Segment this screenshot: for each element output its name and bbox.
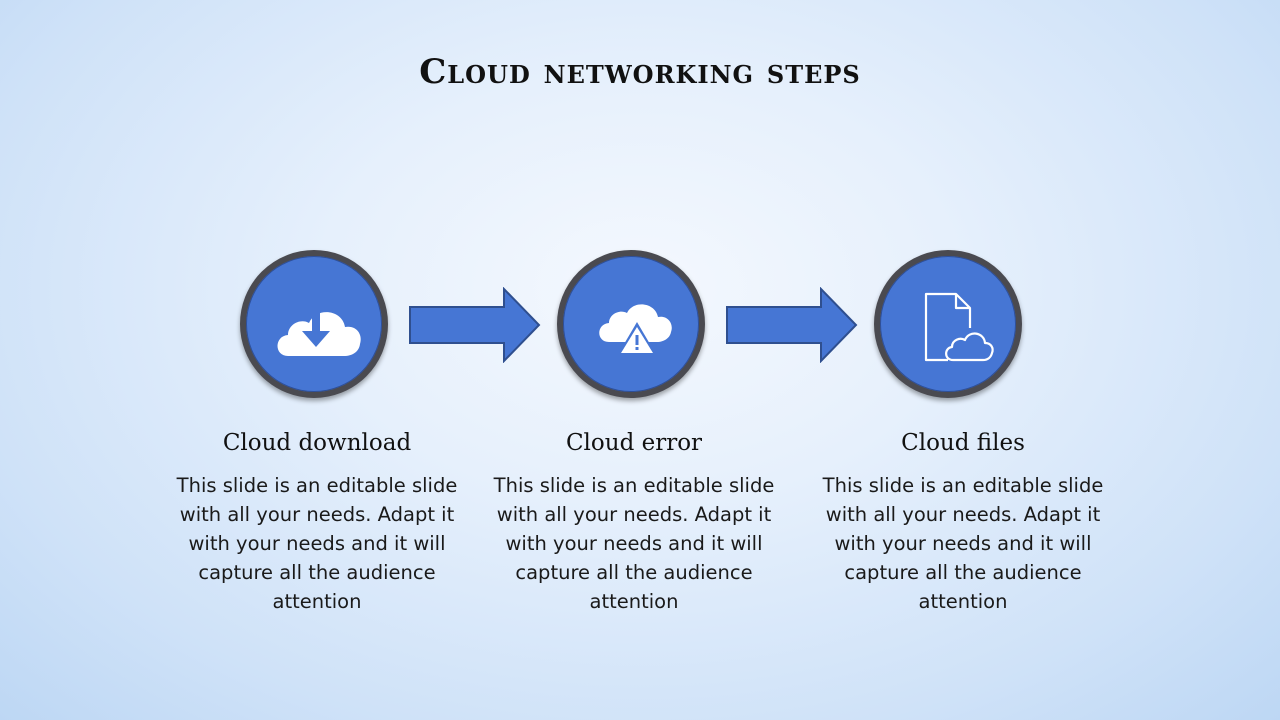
step-circle-error — [557, 250, 705, 398]
step-heading-error: Cloud error — [565, 430, 703, 456]
cloud-error-icon — [599, 304, 672, 356]
arrow-step-2-to-3 — [726, 287, 858, 363]
arrow-step-1-to-2 — [409, 287, 541, 363]
step-description-files: This slide is an editable slide with all… — [822, 474, 1104, 613]
step-description-download: This slide is an editable slide with all… — [176, 474, 458, 613]
step-circle-download — [240, 250, 388, 398]
step-circle-files — [874, 250, 1022, 398]
step-heading-download: Cloud download — [222, 430, 412, 456]
cloud-files-icon — [924, 292, 994, 362]
step-heading-files: Cloud files — [901, 430, 1025, 456]
cloud-download-icon — [277, 311, 361, 356]
step-description-error: This slide is an editable slide with all… — [493, 474, 775, 613]
slide-title: Cloud networking steps — [419, 52, 861, 92]
